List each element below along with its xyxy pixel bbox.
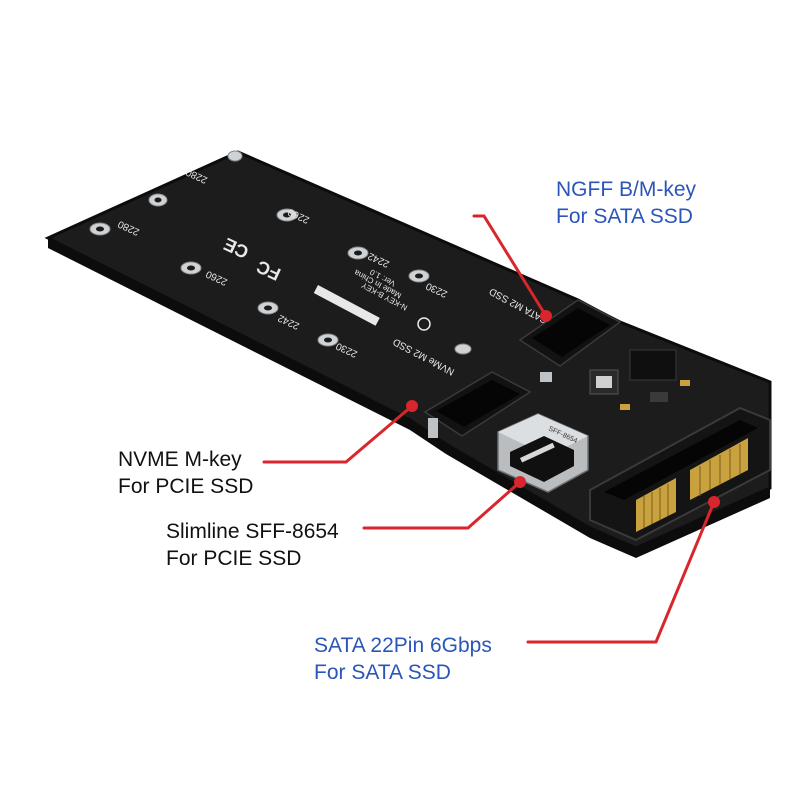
leader-dot-ngff: [540, 310, 552, 322]
leader-sata22: [526, 500, 716, 644]
pcb-edge: [48, 238, 770, 558]
slimline-connector: SFF-8654: [497, 413, 589, 493]
leader-nvme: [262, 404, 414, 464]
leader-dot-slimline: [514, 476, 526, 488]
silk-logo-circle: [417, 317, 431, 331]
callout-sata22: SATA 22Pin 6Gbps For SATA SSD: [314, 632, 492, 686]
silk-brand-block: [313, 285, 380, 326]
leader-slimline: [362, 480, 522, 530]
callout-sata22-line2: For SATA SSD: [314, 661, 451, 684]
callout-sata22-line1: SATA 22Pin 6Gbps: [314, 634, 492, 657]
callout-slimline: Slimline SFF-8654 For PCIE SSD: [166, 518, 339, 572]
nvme-connector: [423, 371, 532, 438]
callout-ngff-line2: For SATA SSD: [556, 205, 693, 228]
callout-slimline-line1: Slimline SFF-8654: [166, 520, 339, 543]
leader-dot-sata22: [708, 496, 720, 508]
leader-lines: [262, 214, 716, 644]
callout-ngff: NGFF B/M-key For SATA SSD: [556, 176, 696, 230]
callout-ngff-line1: NGFF B/M-key: [556, 178, 696, 201]
sata22-connector: [589, 406, 771, 542]
callout-nvme-line2: For PCIE SSD: [118, 475, 254, 498]
callout-slimline-line2: For PCIE SSD: [166, 547, 302, 570]
callout-nvme: NVME M-key For PCIE SSD: [118, 446, 253, 500]
callout-nvme-line1: NVME M-key: [118, 448, 242, 471]
leader-ngff: [472, 214, 548, 318]
ngff-connector: [518, 299, 622, 382]
power-components: [589, 349, 690, 410]
leader-dot-nvme: [406, 400, 418, 412]
